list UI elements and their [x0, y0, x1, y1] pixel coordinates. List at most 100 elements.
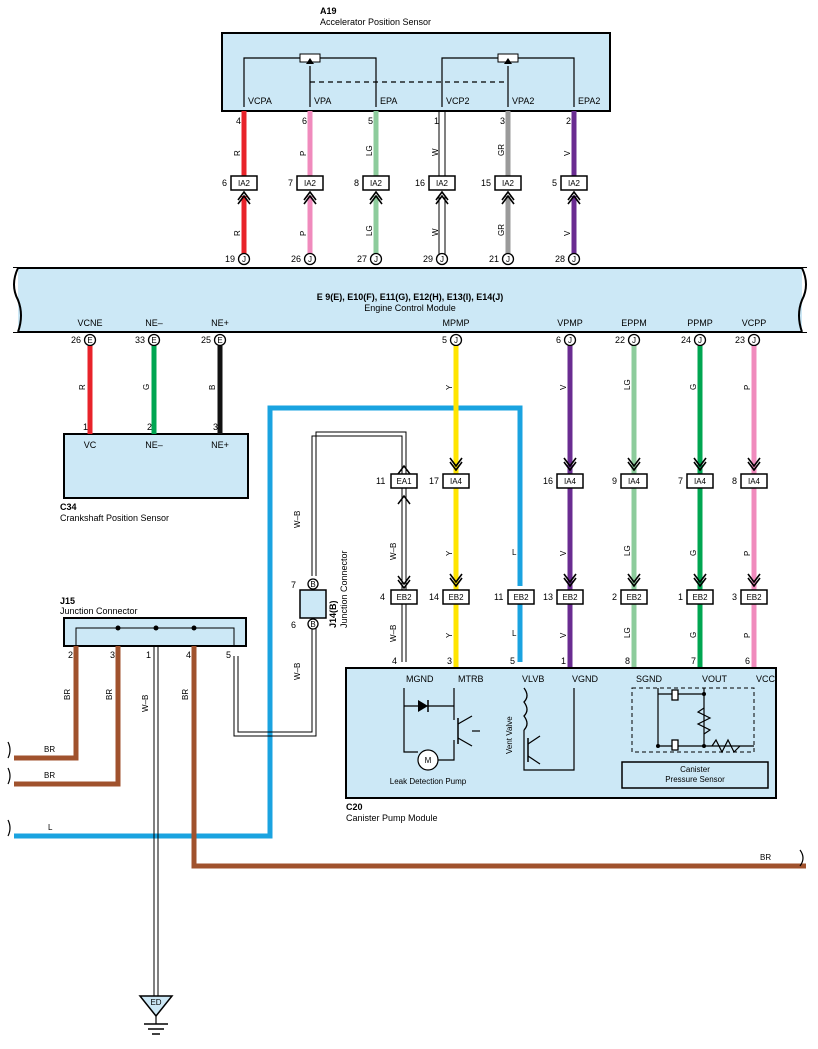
wire-color-code: W: [431, 228, 440, 236]
br-label-1: BR: [44, 745, 55, 754]
eb2-l-pin: 11: [494, 592, 503, 602]
a19-terminal-label: VPA: [314, 96, 331, 106]
a19-pin-number: 3: [500, 116, 505, 126]
resistor-icon-2: [711, 738, 741, 754]
ecm-bottom-pin: [449, 333, 463, 347]
c20-name: Canister Pump Module: [346, 813, 438, 823]
c34-name: Crankshaft Position Sensor: [60, 513, 169, 523]
eb2-connector-label: EB2: [562, 593, 578, 602]
wire-color-code: LG: [365, 145, 374, 156]
resistor-icon: [696, 707, 712, 735]
wire-color-code: Y: [445, 550, 454, 556]
leak-pump-label: Leak Detection Pump: [390, 777, 467, 786]
ia4-connector: [442, 473, 470, 489]
wb-ground-code: W–B: [141, 695, 150, 712]
j14-pin-bottom-num: 6: [291, 620, 296, 630]
eb2-connector: [442, 589, 470, 605]
j15-name: Junction Connector: [60, 606, 138, 616]
eb2-connector: [620, 589, 648, 605]
ecm-bottom-pin: [213, 333, 227, 347]
wire-color-code: R: [233, 230, 242, 236]
ecm-pin-number: 21: [489, 254, 499, 264]
c20-terminal-label: VOUT: [702, 674, 728, 684]
ia2-connector-label: IA2: [238, 179, 251, 188]
br-label-2: BR: [44, 771, 55, 780]
j14-name: Junction Connector: [339, 550, 349, 628]
ecm-bottom-pin-letter: J: [632, 336, 636, 345]
wire-color-code: LG: [365, 225, 374, 236]
wire-l-code-lower: L: [512, 629, 517, 638]
j15-pin-number: 1: [146, 650, 151, 660]
eb2-pin-number: 3: [732, 592, 737, 602]
ia4-pin-number: 9: [612, 476, 617, 486]
wire-color-code: G: [689, 384, 698, 390]
wire-l-label: L: [48, 823, 53, 832]
wire-color-code: LG: [623, 545, 632, 556]
accelerator-position-sensor: A19 Accelerator Position Sensor VCPA4RRI…: [221, 6, 611, 281]
eb2-connector-wb: [390, 589, 418, 605]
eb2-connector-label: EB2: [448, 593, 464, 602]
ecm-bottom-label: NE–: [145, 318, 163, 328]
ecm-bottom-pin-letter: E: [151, 336, 156, 345]
ecm-bottom-pin-number: 26: [71, 335, 81, 345]
ia2-connector: [296, 175, 324, 191]
c20-terminal-label: SGND: [636, 674, 663, 684]
ecm-bottom-pin: [693, 333, 707, 347]
engine-control-module: E 9(E), E10(F), E11(G), E12(H), E13(I), …: [8, 267, 812, 347]
j14-pin-top: [307, 578, 319, 590]
wire-color-code: Y: [445, 384, 454, 390]
ecm-bottom-pin-letter: J: [454, 336, 458, 345]
wire-color-code: V: [563, 150, 572, 156]
ecm-bottom-label: NE+: [211, 318, 229, 328]
ecm-bottom-label: MPMP: [443, 318, 470, 328]
j15-pin-number: 3: [110, 650, 115, 660]
wire-l-code-upper: L: [512, 548, 517, 557]
j14-pin-top-num: 7: [291, 580, 296, 590]
capacitor-icon: [671, 689, 679, 701]
j15-pin-number: 5: [226, 650, 231, 660]
ecm-pin-j: [369, 252, 383, 266]
ecm-pin-j: [435, 252, 449, 266]
c34-pin-number: 1: [83, 422, 88, 432]
wire-color-code: R: [78, 384, 87, 390]
c34-terminal-label: NE–: [145, 440, 163, 450]
br-code-pin3: BR: [105, 689, 114, 700]
ecm-bottom-pin-number: 5: [442, 335, 447, 345]
ecm-bottom-pin-number: 24: [681, 335, 691, 345]
eb2-l-name: EB2: [513, 593, 529, 602]
wire-color-code: P: [743, 385, 752, 390]
j14-code: J14(B): [328, 600, 338, 628]
ecm-bottom-pin: [83, 333, 97, 347]
ecm-bottom-label: VPMP: [557, 318, 583, 328]
ia4-connector-label: IA4: [564, 477, 577, 486]
ecm-box: [13, 267, 807, 333]
a19-terminal-epa2: EPA22VVIA25J28EPA2: [552, 96, 600, 281]
c34-terminal-label: VC: [84, 440, 97, 450]
ia2-pin-number: 15: [481, 178, 491, 188]
wire-color-code: B: [208, 385, 217, 390]
c20-pin-number: 8: [625, 656, 630, 666]
c20-code: C20: [346, 802, 363, 812]
eb2-connector-label: EB2: [692, 593, 708, 602]
a19-terminal-vpa: VPA6PPIA27J26VPA: [288, 96, 331, 281]
a19-pin-number: 2: [566, 116, 571, 126]
wire-color-code: G: [689, 632, 698, 638]
pressure-sensor-line2: Pressure Sensor: [665, 775, 725, 784]
wire-color-code: P: [743, 633, 752, 638]
ia4-connector-label: IA4: [694, 477, 707, 486]
ia2-connector-label: IA2: [304, 179, 317, 188]
ia2-connector: [428, 175, 456, 191]
ecm-pin-j: [501, 252, 515, 266]
ground-connector: [138, 995, 174, 1018]
ecm-pin-number: 27: [357, 254, 367, 264]
c20-terminal-label: VLVB: [522, 674, 544, 684]
ecm-pin-number: 19: [225, 254, 235, 264]
eb2-connector: [686, 589, 714, 605]
ecm-bottom-pin-number: 25: [201, 335, 211, 345]
